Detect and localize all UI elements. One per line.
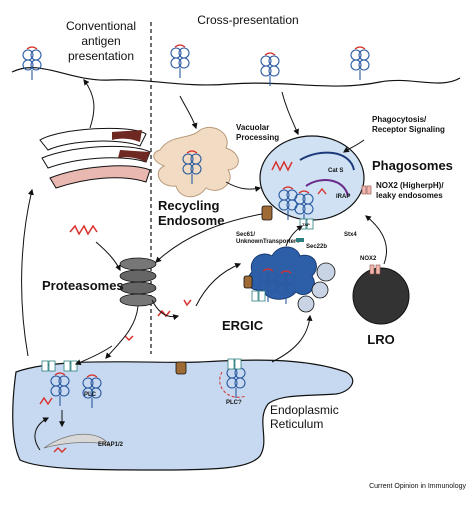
phagocytosis-label-2: Receptor Signaling: [372, 125, 445, 134]
arrow-phagosome-to-proteasome: [155, 213, 263, 263]
credit-label: Current Opinion in Immunology: [369, 483, 466, 490]
proteasome: [119, 257, 157, 307]
arrow-cytosol-to-ergic: [195, 262, 242, 307]
ergic-vesicle-2: [311, 281, 329, 299]
ergic-tap: [251, 290, 266, 302]
arrow-surface-to-recycling: [179, 95, 198, 130]
title-cross-presentation: Cross-presentation: [197, 13, 298, 27]
arrow-proteasome-to-er: [105, 305, 139, 359]
nox2-phagosome-icon: [361, 185, 372, 195]
irap-protease: [305, 179, 349, 197]
vacuolar-label-1: Vacuolar: [236, 123, 269, 132]
erap-label: ERAP1/2: [98, 442, 124, 448]
cat-s-protease: [299, 151, 355, 171]
arrow-phagocytosis: [343, 139, 365, 153]
ergic-vesicle-1: [316, 262, 336, 282]
surface-mhc-3: [260, 52, 280, 87]
ergic-channel: [243, 275, 253, 289]
peptide-cytosol: [69, 224, 98, 236]
nox2-lro-label: NOX2: [360, 256, 377, 262]
arrow-erap-loop: [34, 417, 50, 451]
er-label-1: Endoplasmic: [270, 403, 339, 417]
cat-s-label: Cat S: [328, 168, 343, 174]
peptide-cross-2: [183, 299, 192, 307]
arrow-peptide-to-tap: [74, 345, 113, 366]
title-conventional-3: presentation: [68, 49, 134, 63]
sec61-channel: [261, 205, 273, 221]
golgi-apparatus: [39, 127, 151, 189]
phagosome-peptide-1: [271, 160, 293, 172]
arrow-proteasome-to-peptide: [151, 299, 180, 321]
title-conventional-1: Conventional: [66, 19, 136, 33]
sec22b-label: Sec22b: [306, 244, 327, 250]
phagocytosis-label-1: Phagocytosis/: [372, 115, 427, 124]
surface-mhc-2: [170, 44, 190, 79]
arrow-er-to-golgi: [21, 188, 34, 357]
plc-dashed: [219, 371, 247, 398]
title-conventional-2: antigen: [81, 34, 120, 48]
nox2-note-1: NOX2 (HigherpH)/: [376, 181, 444, 190]
arrow-recycling-to-phagosome: [225, 181, 262, 192]
er-peptide: [39, 396, 53, 406]
nox2-lro-icon: [369, 264, 381, 275]
er-channel: [175, 361, 187, 375]
recycling-endosome: [153, 126, 239, 198]
vacuolar-label-2: Processing: [236, 133, 279, 142]
recycling-endosome-label-1: Recycling: [158, 198, 219, 213]
surface-mhc-1: [22, 46, 42, 81]
sec22b-marker: [296, 238, 304, 242]
arrow-surface-to-phagosome: [281, 91, 299, 136]
stx4-label: Stx4: [344, 232, 357, 238]
phagosomes-label: Phagosomes: [372, 158, 453, 173]
arrow-peptide-to-proteasome: [95, 241, 121, 272]
lro-label: LRO: [367, 332, 394, 347]
phagosome-peptide-2: [317, 187, 327, 195]
arrow-golgi-to-surface: [83, 79, 95, 129]
peptide-near-proteasome: [124, 335, 134, 342]
peptide-cross-1: [157, 309, 171, 318]
ergic-vesicle-3: [297, 295, 315, 313]
ergic-label: ERGIC: [222, 318, 264, 333]
lro: [352, 267, 410, 325]
plc-label: PLC: [84, 392, 97, 398]
phagosome: [259, 135, 365, 221]
er-label-2: Reticulum: [270, 417, 323, 431]
arrow-er-to-ergic: [271, 314, 313, 363]
phagosome-tap-label: TAP: [302, 222, 310, 227]
nox2-note-2: leaky endosomes: [376, 191, 443, 200]
sec61-label-2: UnknownTransporter?: [236, 239, 300, 245]
arrow-ergic-to-phagosome: [285, 225, 303, 247]
cell-membrane: [11, 67, 461, 87]
proteasomes-label: Proteasomes: [42, 278, 124, 293]
surface-mhc-4: [350, 46, 370, 81]
sec61-label-1: Sec61/: [236, 232, 255, 238]
er-peptide-2: [53, 447, 67, 453]
irap-label: IRAP: [336, 194, 350, 200]
ergic: [247, 246, 317, 300]
erap-enzyme: [43, 433, 112, 449]
plc-question-label: PLC?: [226, 400, 242, 406]
recycling-endosome-label-2: Endosome: [158, 213, 224, 228]
arrow-lro-to-phagosome: [365, 215, 388, 265]
